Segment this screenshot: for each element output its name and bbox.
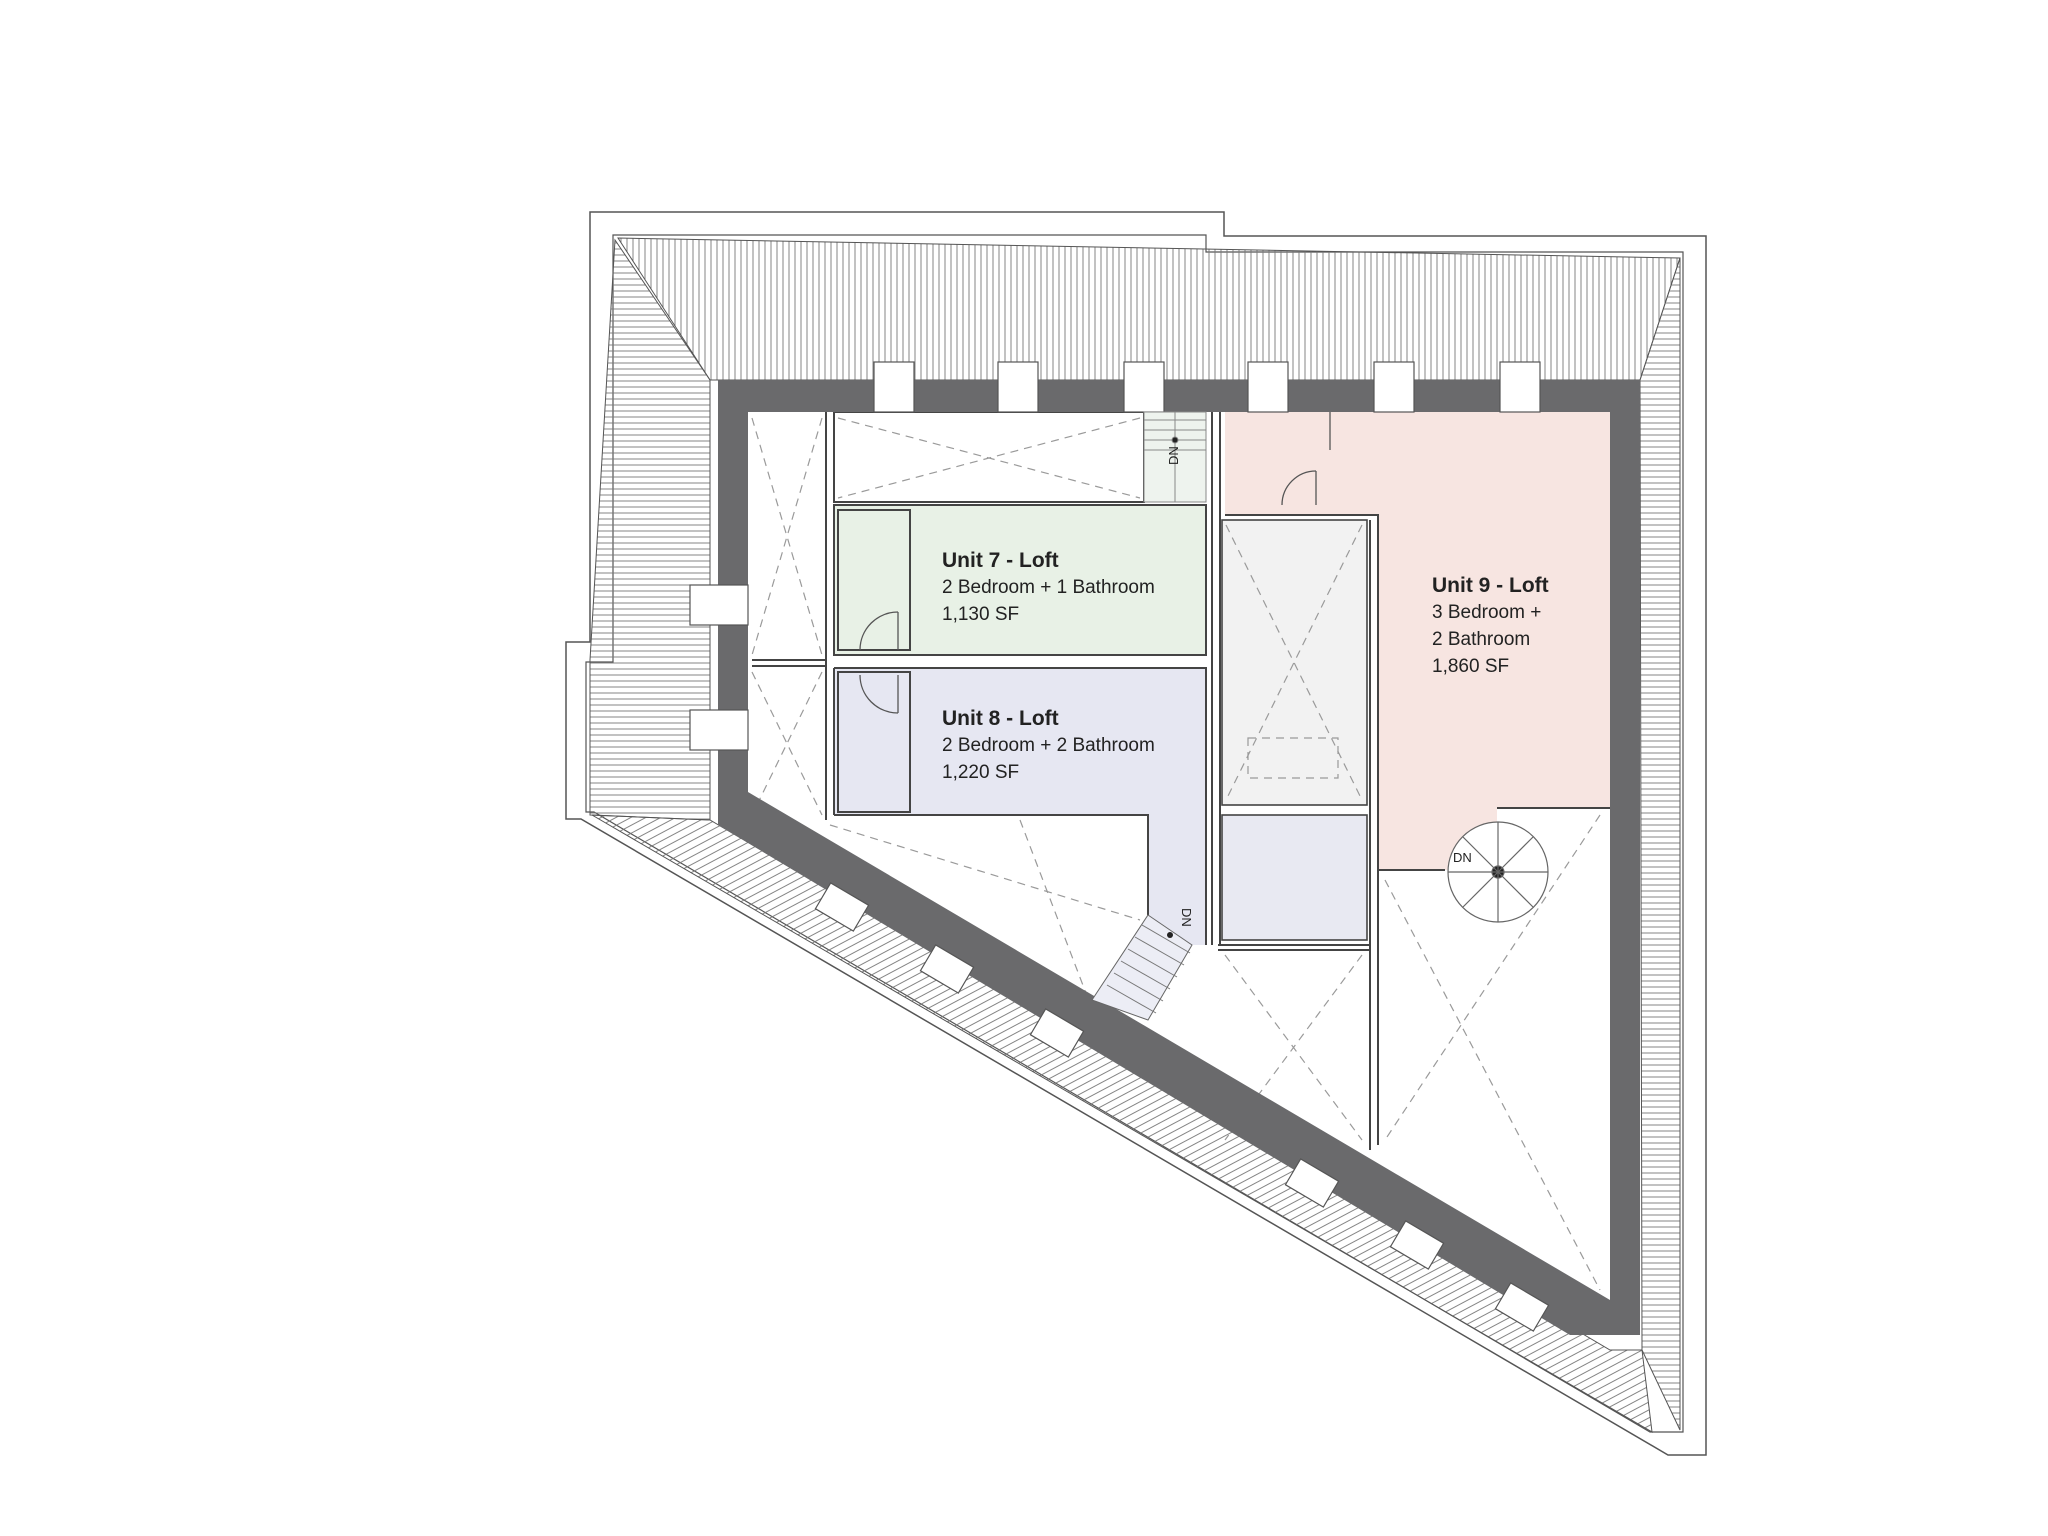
- unit-9-label: Unit 9 - Loft 3 Bedroom + 2 Bathroom 1,8…: [1432, 574, 1549, 677]
- svg-text:Unit 8 - Loft: Unit 8 - Loft: [942, 707, 1059, 730]
- core-room-south: [1221, 814, 1368, 941]
- south-stair-label: DN: [1179, 908, 1194, 927]
- roof-hatch-north: [617, 237, 1681, 381]
- spiral-stair-label: DN: [1453, 850, 1472, 865]
- svg-text:Unit 7 - Loft: Unit 7 - Loft: [942, 549, 1059, 572]
- unit-7-label: Unit 7 - Loft 2 Bedroom + 1 Bathroom 1,1…: [942, 549, 1155, 625]
- west-windows: [689, 584, 749, 751]
- south-stair-treads: [1106, 924, 1191, 1014]
- north-stair: [1143, 411, 1207, 503]
- south-stair: [1091, 914, 1193, 1021]
- doors: [859, 412, 1331, 714]
- svg-text:2 Bedroom + 2 Bathroom: 2 Bedroom + 2 Bathroom: [942, 735, 1155, 756]
- svg-text:1,220 SF: 1,220 SF: [942, 762, 1019, 783]
- spiral-stair: [1447, 821, 1549, 923]
- svg-text:2 Bedroom + 1 Bathroom: 2 Bedroom + 1 Bathroom: [942, 577, 1155, 598]
- north-stair-label: DN: [1166, 446, 1181, 465]
- roof-hatch-diagonal: [591, 814, 1653, 1433]
- svg-text:2 Bathroom: 2 Bathroom: [1432, 629, 1530, 650]
- unit-8-label: Unit 8 - Loft 2 Bedroom + 2 Bathroom 1,2…: [942, 707, 1155, 783]
- svg-text:Unit 9 - Loft: Unit 9 - Loft: [1432, 574, 1549, 597]
- svg-text:1,860 SF: 1,860 SF: [1432, 656, 1509, 677]
- svg-text:3 Bedroom +: 3 Bedroom +: [1432, 602, 1541, 623]
- unit-9-zone: [1225, 412, 1610, 870]
- svg-text:1,130 SF: 1,130 SF: [942, 604, 1019, 625]
- roof-outline-outer: [565, 211, 1707, 1456]
- core-room-north: [1221, 519, 1368, 806]
- north-windows: [873, 361, 1541, 413]
- diagonal-windows: [814, 882, 1550, 1332]
- unit-7-zone: [834, 505, 1206, 655]
- south-stair-marker: [1167, 932, 1173, 938]
- roof-hatch-east: [1639, 257, 1681, 1431]
- unit-8-zone: [834, 668, 1206, 945]
